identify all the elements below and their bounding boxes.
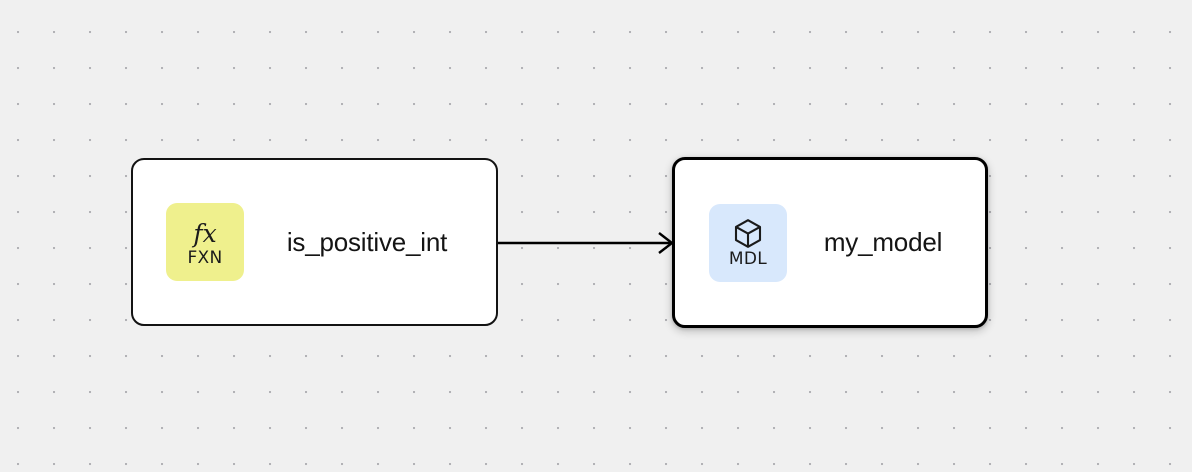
graph-node-is-positive-int[interactable]: fx FXN is_positive_int [131, 158, 498, 326]
fxn-badge-label: FXN [187, 248, 223, 268]
node-title-is-positive-int: is_positive_int [286, 226, 448, 257]
graph-node-my-model[interactable]: MDL my_model [672, 157, 988, 328]
edge-arrowhead-icon [658, 232, 674, 254]
function-icon: fx [193, 218, 217, 248]
mdl-badge-label: MDL [728, 248, 768, 269]
mdl-badge: MDL [709, 203, 787, 282]
cube-icon [733, 218, 763, 250]
node-title-my-model: my_model [823, 227, 943, 257]
fxn-badge: fx FXN [166, 203, 244, 281]
edge-fxn-to-mdl[interactable] [498, 232, 674, 254]
